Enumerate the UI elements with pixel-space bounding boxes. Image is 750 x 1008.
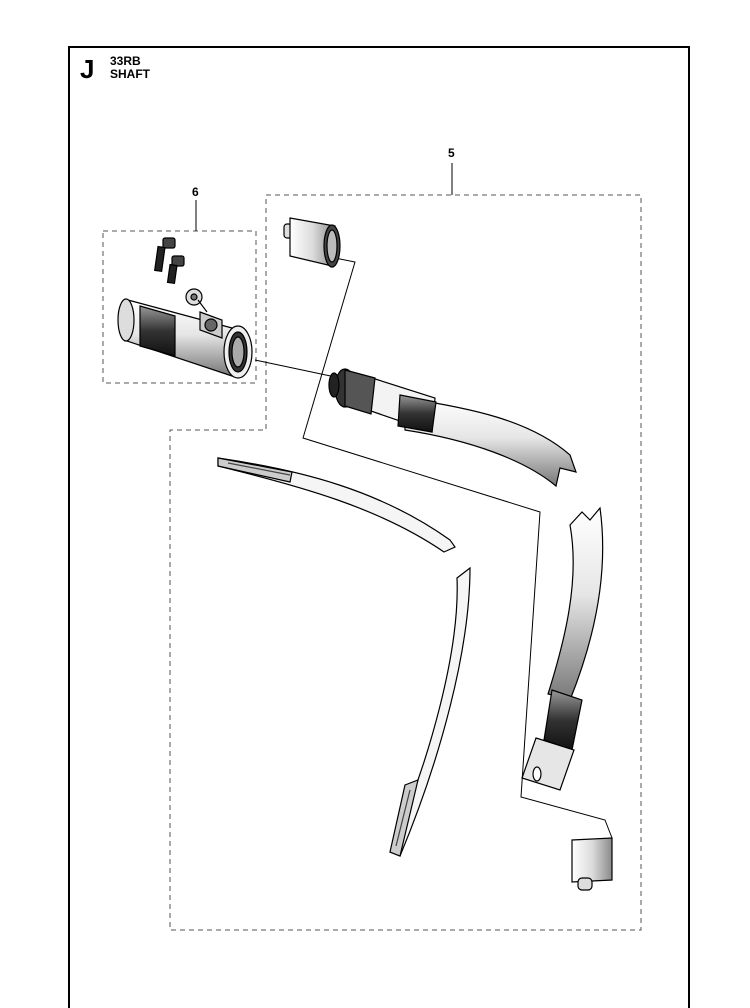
page-frame — [68, 46, 690, 1008]
drive-shaft-lower — [389, 566, 471, 857]
lower-end-cap — [571, 837, 613, 891]
clamp-screw-1 — [154, 237, 176, 273]
lower-shaft-tube — [521, 506, 604, 791]
group-6-boundary — [102, 230, 257, 384]
clamp-nut — [185, 288, 208, 313]
connector-lines — [254, 257, 613, 839]
model-number: 33RB — [110, 54, 141, 68]
section-title: SHAFT — [110, 67, 150, 81]
upper-end-cap — [283, 217, 341, 268]
section-letter: J — [80, 54, 95, 84]
upper-shaft-tube — [328, 368, 577, 488]
callout-6: 6 — [192, 185, 199, 199]
callout-5: 5 — [448, 146, 455, 160]
clamp-coupling — [117, 298, 253, 379]
clamp-screw-2 — [166, 255, 185, 285]
drive-shaft-upper — [217, 457, 456, 553]
